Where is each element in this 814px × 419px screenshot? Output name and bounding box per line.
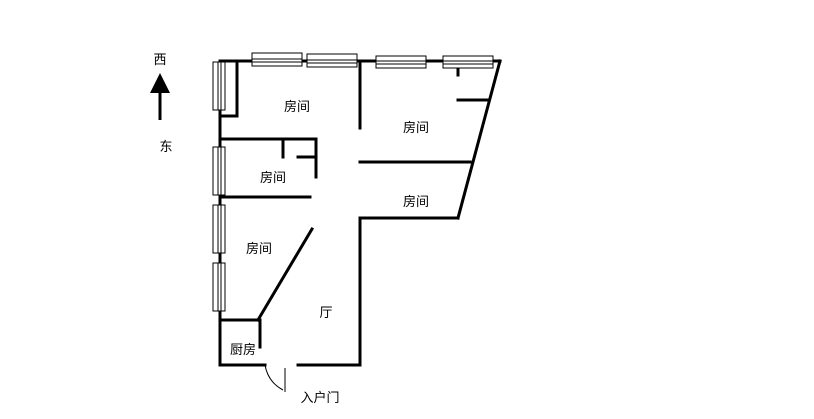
- room-label-top-left: 房间: [284, 99, 310, 115]
- window: [212, 146, 226, 196]
- window: [212, 204, 226, 254]
- room-label-kitchen: 厨房: [230, 342, 256, 358]
- entrance-label: 入户门: [300, 390, 339, 406]
- room-labels: 房间 房间 房间 房间 房间 厅 厨房 入户门: [230, 99, 429, 406]
- compass-top-label: 西: [153, 53, 166, 68]
- room-label-middle-right: 房间: [403, 194, 429, 210]
- top-windows: [251, 52, 494, 69]
- compass-bottom-label: 东: [159, 140, 172, 155]
- window: [375, 55, 427, 69]
- room-label-top-right: 房间: [403, 120, 429, 136]
- interior-walls: [218, 59, 490, 349]
- window: [306, 53, 358, 68]
- window: [212, 262, 226, 312]
- compass-arrow-icon: [150, 73, 170, 93]
- left-windows: [212, 61, 226, 312]
- window: [442, 55, 494, 69]
- wall-diagonal-right: [456, 59, 502, 220]
- room-label-living: 厅: [319, 306, 332, 321]
- window: [212, 61, 226, 111]
- compass: 西 东: [150, 53, 173, 155]
- room-label-lower-left: 房间: [246, 241, 272, 257]
- window: [251, 52, 303, 67]
- room-label-middle-left: 房间: [260, 170, 286, 186]
- entrance-door: [264, 364, 286, 392]
- wall-living-diagonal: [255, 226, 315, 323]
- door-swing-arc: [264, 364, 284, 391]
